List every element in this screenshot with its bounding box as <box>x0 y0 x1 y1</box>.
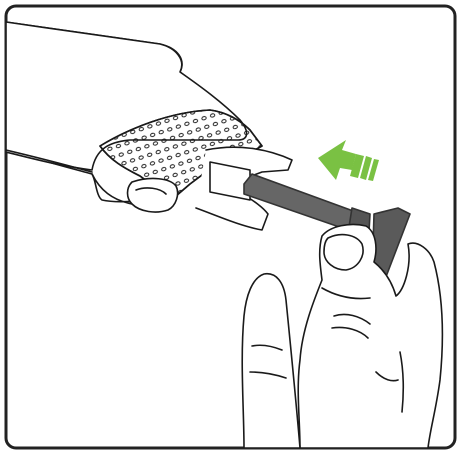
left-thumb <box>128 179 178 212</box>
right-thumb-nail <box>324 235 363 270</box>
right-hand-outline <box>298 224 442 448</box>
